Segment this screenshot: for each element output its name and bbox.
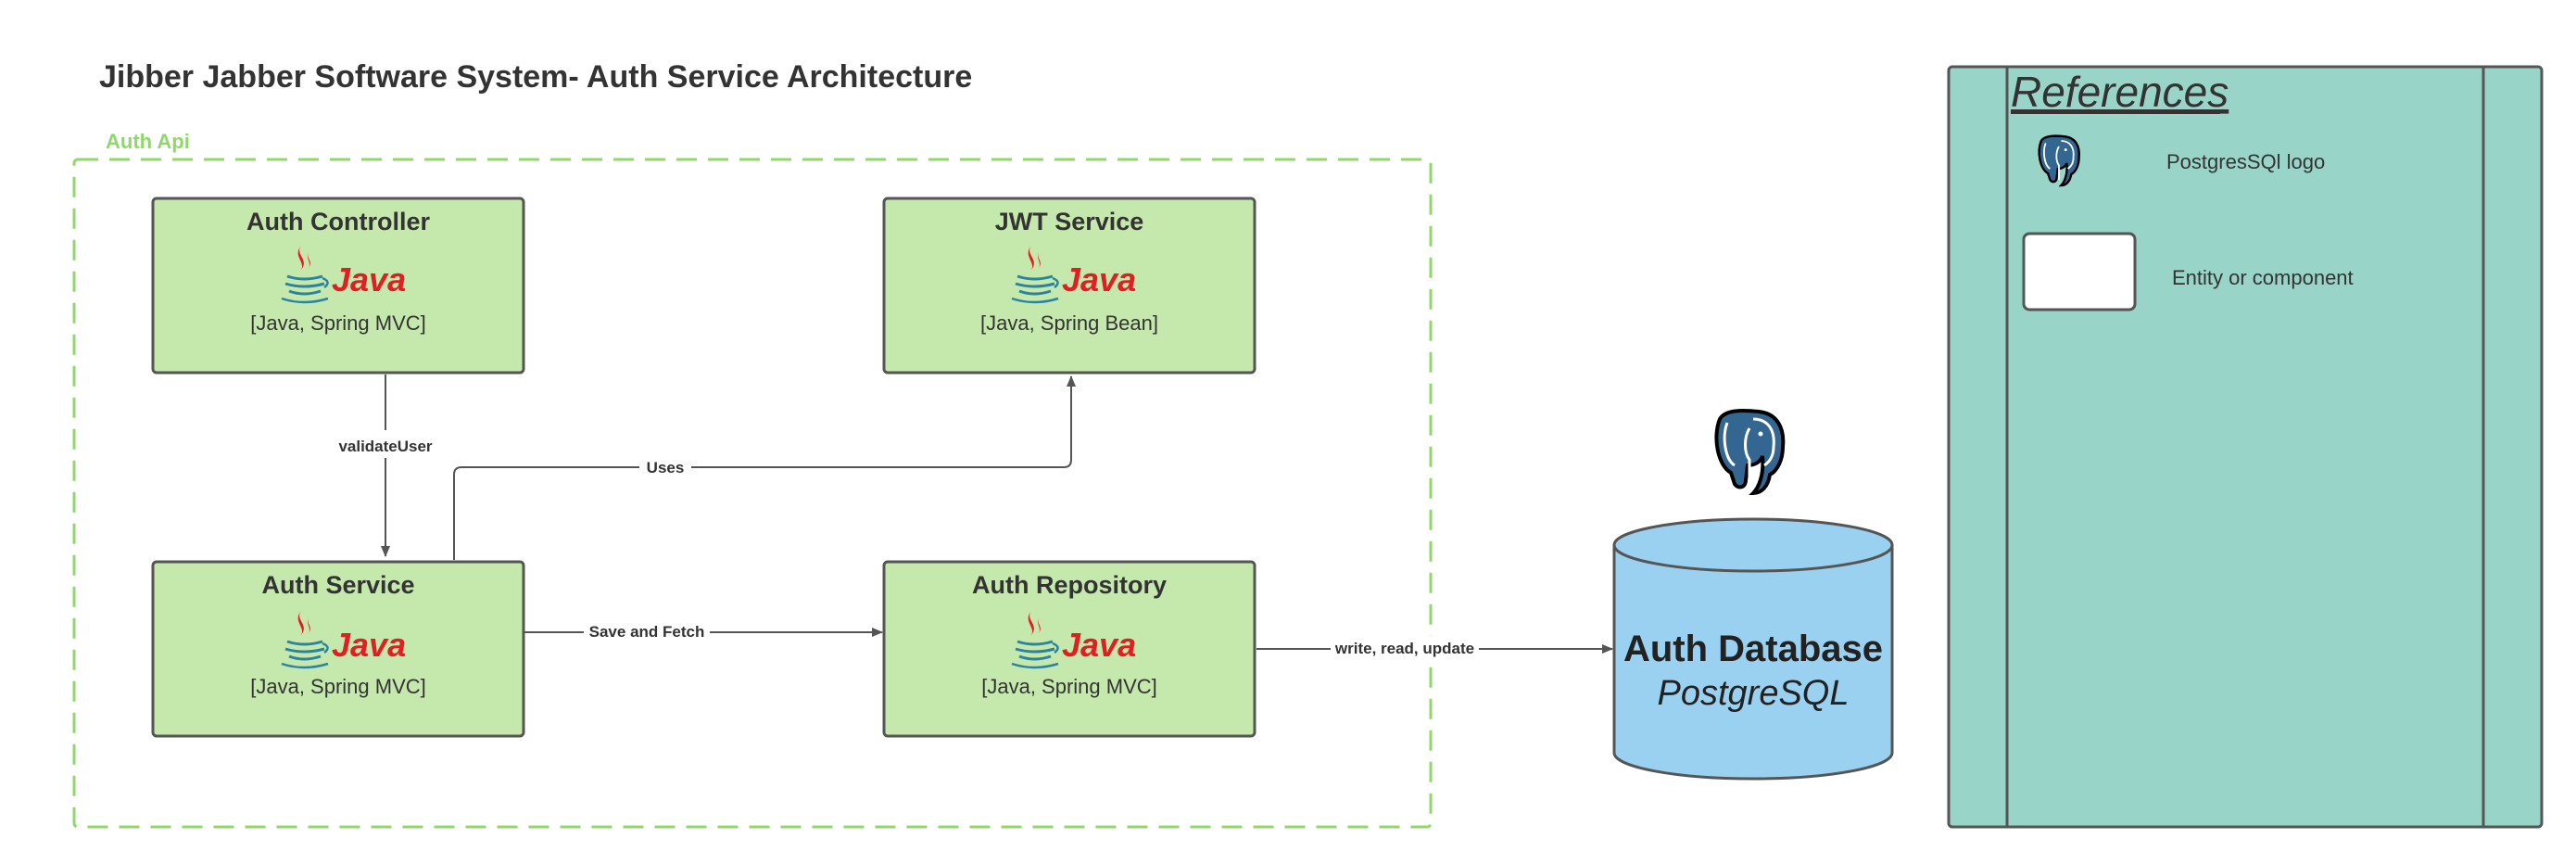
database-tech: PostgreSQL <box>1658 674 1850 713</box>
auth-database[interactable]: Auth Database PostgreSQL <box>1612 517 1894 781</box>
uses-arrow <box>453 375 1076 560</box>
reference-item: Entity or component <box>2022 232 2354 311</box>
jwt-service-tech: [Java, Spring Bean] <box>980 311 1158 335</box>
references-title: References <box>2011 68 2229 116</box>
auth-service-name: Auth Service <box>261 571 414 599</box>
java-logo-text: Java <box>1062 260 1136 299</box>
reference-item: PostgresSQl logo <box>2038 134 2325 187</box>
java-logo-text: Java <box>1062 626 1136 664</box>
references-panel: References PostgresSQl logo Entity or co… <box>1947 65 2544 829</box>
java-logo-text: Java <box>332 260 406 299</box>
reference-item-label: PostgresSQl logo <box>2166 150 2325 173</box>
validate-user-label: validateUser <box>338 438 432 455</box>
auth-repository-tech: [Java, Spring MVC] <box>981 675 1157 698</box>
auth-controller-name: Auth Controller <box>246 208 430 235</box>
write-read-update-label: write, read, update <box>1334 640 1474 657</box>
component-box-icon <box>2022 232 2137 311</box>
postgres-elephant-icon <box>1714 408 1786 495</box>
java-logo-text: Java <box>332 626 406 664</box>
jwt-service-component[interactable]: JWT Service Java [Java, Spring Bean] <box>882 197 1256 375</box>
auth-repository-name: Auth Repository <box>972 571 1167 599</box>
database-name: Auth Database <box>1623 629 1883 669</box>
auth-controller-tech: [Java, Spring MVC] <box>250 311 426 335</box>
uses-label: Uses <box>647 459 685 476</box>
auth-service-tech: [Java, Spring MVC] <box>250 675 426 698</box>
jwt-service-name: JWT Service <box>995 208 1144 235</box>
diagram-title: Jibber Jabber Software System- Auth Serv… <box>99 59 972 95</box>
boundary-label: Auth Api <box>106 130 190 153</box>
auth-repository-component[interactable]: Auth Repository Java [Java, Spring MVC] <box>882 560 1256 738</box>
auth-controller-component[interactable]: Auth Controller Java [Java, Spring MVC] <box>151 197 525 375</box>
reference-item-label: Entity or component <box>2172 266 2354 289</box>
save-fetch-label: Save and Fetch <box>589 623 705 641</box>
auth-service-component[interactable]: Auth Service Java [Java, Spring MVC] <box>151 560 525 738</box>
auth-api-boundary <box>72 158 1433 829</box>
